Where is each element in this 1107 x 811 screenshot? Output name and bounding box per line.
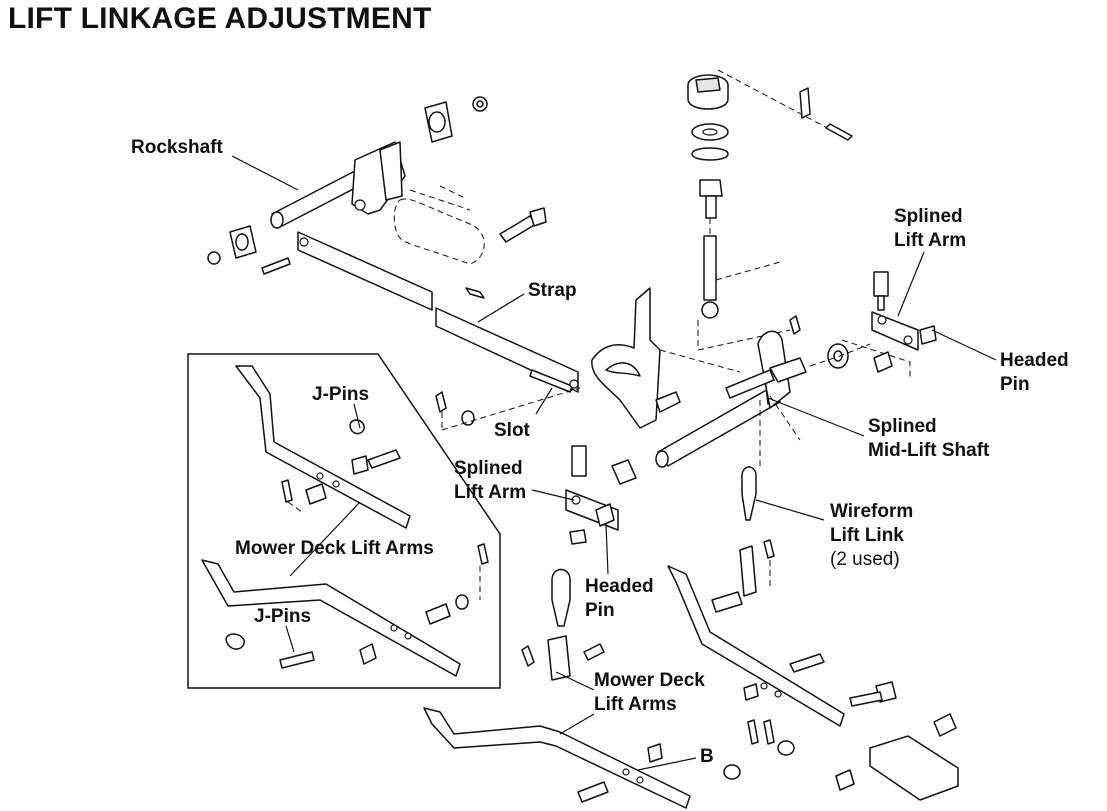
label-j-pins-upper: J-Pins — [312, 384, 369, 405]
mower-deck-lift-arm-right-part — [667, 565, 897, 727]
label-headed-pin-mid-line1: Headed — [585, 576, 654, 597]
label-headed-pin-mid-line2: Pin — [585, 600, 615, 621]
label-wireform-line2: Lift Link — [830, 525, 904, 546]
label-callout-b: B — [700, 746, 714, 767]
label-rockshaft: Rockshaft — [131, 137, 224, 158]
label-mower-deck-lift-arms-main-line1: Mower Deck — [594, 670, 705, 691]
label-splined-lift-arm-top-line1: Splined — [894, 206, 963, 227]
pin-washer-left — [435, 387, 581, 432]
label-strap: Strap — [528, 280, 577, 301]
mid-lift-shaft-part — [655, 315, 911, 468]
pedal-bracket-part — [591, 287, 681, 429]
label-splined-mid-lift-shaft-line1: Splined — [868, 416, 937, 437]
label-splined-mid-lift-shaft-line2: Mid-Lift Shaft — [868, 440, 990, 461]
label-splined-lift-arm-top-line2: Lift Arm — [894, 230, 966, 251]
wireform-lift-link-part — [741, 400, 761, 521]
splined-lift-arm-mid-part — [565, 445, 637, 545]
lower-hardware-part — [723, 713, 959, 801]
label-splined-lift-arm-mid-line2: Lift Arm — [454, 482, 526, 503]
label-headed-pin-right-line2: Pin — [1000, 374, 1030, 395]
label-wireform-line3: (2 used) — [830, 549, 900, 570]
label-splined-lift-arm-mid-line1: Splined — [454, 458, 523, 479]
label-slot: Slot — [494, 420, 531, 441]
label-j-pins-lower: J-Pins — [254, 606, 311, 627]
wireform-lift-link-left-part — [521, 568, 605, 681]
leader-lines — [231, 155, 997, 771]
page-title: LIFT LINKAGE ADJUSTMENT — [8, 2, 432, 35]
strap-part — [297, 231, 579, 393]
splined-lift-arm-right-part — [871, 271, 937, 373]
mower-deck-lift-arm-left-part — [423, 707, 691, 809]
label-headed-pin-right-line1: Headed — [1000, 350, 1069, 371]
inset-panel — [187, 353, 501, 689]
label-mower-deck-lift-arms-main-line2: Lift Arms — [594, 694, 677, 715]
knob-stack-part — [659, 69, 853, 373]
wireform-clevis-right-part — [711, 539, 775, 613]
label-mower-deck-lift-arms-inset: Mower Deck Lift Arms — [235, 538, 434, 559]
rockshaft-part — [207, 96, 547, 299]
label-wireform-line1: Wireform — [830, 501, 913, 522]
